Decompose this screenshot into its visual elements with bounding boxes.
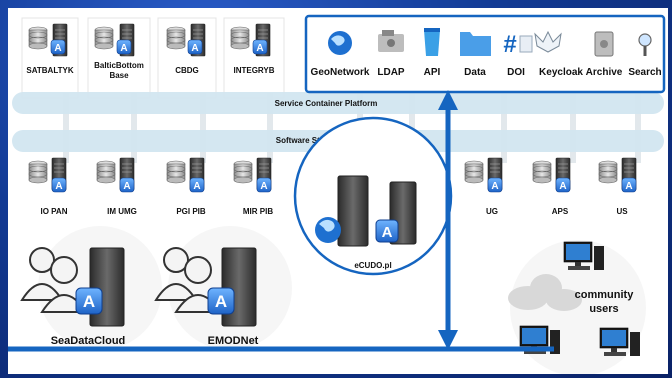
top-node-cbdg: CBDG [157,17,217,99]
app-icon [207,287,235,315]
service-container-platform: Service Container Platform [12,92,664,114]
node-label: APS [552,207,569,216]
node-label: IM UMG [107,207,137,216]
service-label-data: Data [464,67,486,78]
globe-icon [315,217,341,243]
right-node-us: US [598,157,637,216]
services-panel: GeoNetwork LDAP API Data # DOI Keycloak [304,14,666,94]
keycloak-icon [534,30,562,53]
service-label-doi: DOI [507,67,525,78]
svg-text:A: A [83,292,95,311]
emodnet-group: A EMODNet [154,226,292,350]
right-node-ug: UG [464,157,503,216]
service-container-label: Service Container Platform [275,99,378,108]
svg-text:A: A [215,292,227,311]
svg-text:A: A [382,224,393,241]
archive-icon [594,31,614,57]
geonetwork-icon [328,31,352,55]
app-icon [375,219,399,243]
node-label: US [616,207,628,216]
left-node-mir-pib: MIR PIB [233,157,273,216]
seadatacloud-label: SeaDataCloud [51,335,126,347]
top-node-label: SATBALTYK [26,66,73,75]
ldap-icon [378,30,404,52]
node-label: PGI PIB [176,207,206,216]
service-label-api: API [424,67,441,78]
left-node-pgi-pib: PGI PIB [166,157,206,216]
server-icon [337,175,369,247]
service-label-ldap: LDAP [377,67,405,78]
node-label: IO PAN [41,207,68,216]
emodnet-label: EMODNet [208,335,259,347]
service-label-keycloak: Keycloak [539,67,583,78]
top-node-integryb: INTEGRYB [223,17,285,99]
ecudo-hub: A eCUDO.pl [293,116,453,276]
left-node-im-umg: IM UMG [96,157,137,216]
community-users-group: community users [508,240,646,374]
community-users-line1: community [575,289,635,301]
ecudo-label: eCUDO.pl [354,261,391,270]
node-label: UG [486,207,498,216]
right-node-aps: APS [532,157,571,216]
api-icon [424,28,440,56]
folder-icon [460,32,491,56]
node-label: MIR PIB [243,207,273,216]
service-label-geonetwork: GeoNetwork [311,67,370,78]
service-label-search: Search [628,67,661,78]
service-label-archive: Archive [586,67,623,78]
top-node-satbaltyk: SATBALTYK [21,17,79,99]
users-icon [20,247,88,313]
cloud-icon [508,274,582,311]
top-node-label: INTEGRYB [233,66,274,75]
search-icon [638,33,652,56]
hashtag-icon: # [503,31,533,58]
seadatacloud-group: A SeaDataCloud [20,226,162,350]
community-users-line2: users [589,303,618,315]
svg-text:#: # [503,31,516,58]
app-icon [75,287,103,315]
left-node-io-pan: IO PAN [28,157,68,216]
top-node-label: CBDG [175,66,199,75]
